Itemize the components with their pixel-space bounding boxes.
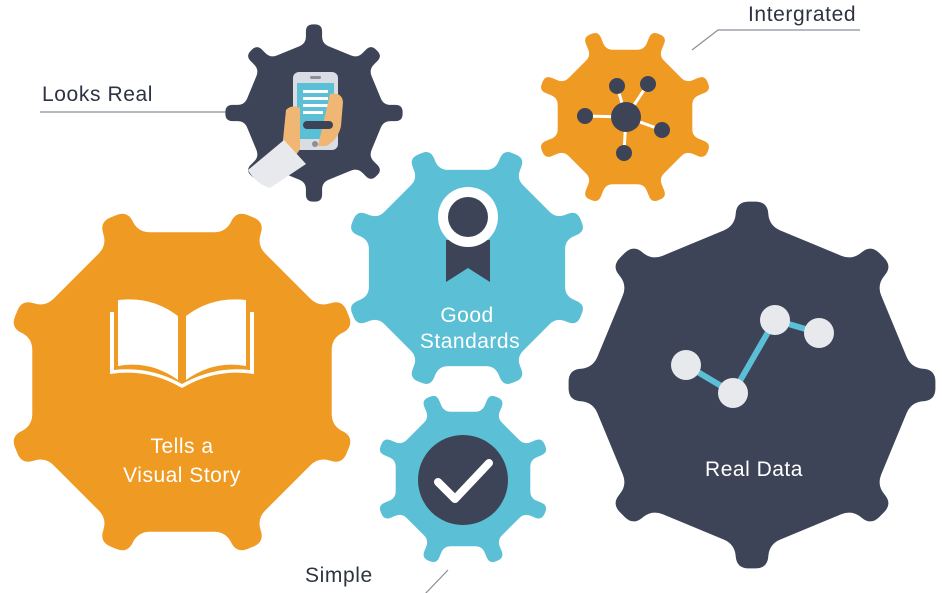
callout-line-simple <box>425 569 449 593</box>
callout-looks-real: Looks Real <box>42 83 153 106</box>
real-data-label: Real Data <box>705 458 803 481</box>
gear-looks-real <box>225 24 403 202</box>
phone-in-hand-icon <box>248 72 343 188</box>
gear-integrated <box>540 32 710 202</box>
line-graph-icon <box>671 305 834 408</box>
callout-simple: Simple <box>305 564 373 587</box>
callout-line-integrated <box>691 29 860 51</box>
gear-visual-story: Tells a Visual Story <box>13 213 351 551</box>
visual-story-label-line2: Visual Story <box>123 464 241 487</box>
good-standards-label-line1: Good <box>440 304 493 327</box>
gear-simple <box>379 395 547 563</box>
visual-story-label-line1: Tells a <box>150 435 213 458</box>
good-standards-label-line2: Standards <box>420 330 520 353</box>
award-ribbon-icon <box>438 187 498 282</box>
callout-lines <box>40 29 860 593</box>
open-book-icon <box>110 299 254 388</box>
gear-good-standards: Good Standards <box>351 152 583 384</box>
network-nodes-icon <box>577 76 670 161</box>
checkmark-icon <box>418 435 508 525</box>
gear-real-data: Real Data <box>568 201 936 569</box>
callout-integrated: Intergrated <box>748 3 856 26</box>
